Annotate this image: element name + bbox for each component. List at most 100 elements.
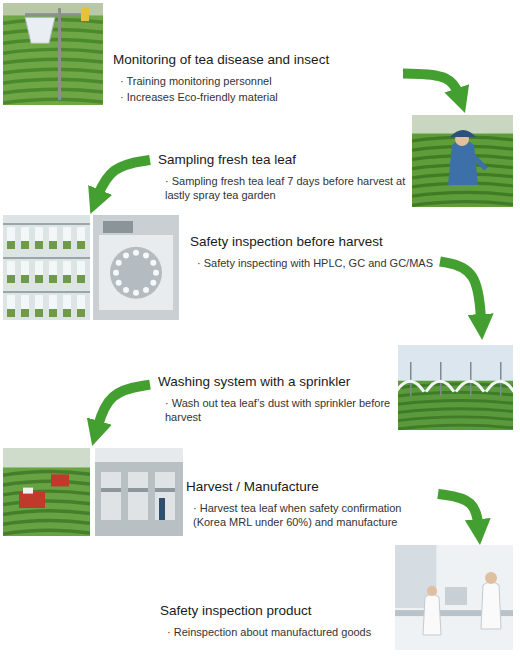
worker [159,498,165,520]
glass-tube [21,227,29,249]
tea-row [3,501,90,505]
photo-illustration [93,215,179,320]
photo-illustration [395,545,513,650]
lab-ground [93,215,179,320]
worker-hat [450,130,476,137]
tea-row [3,511,90,515]
tea-sample [21,275,29,283]
vial [143,252,149,258]
factory-ground [95,448,183,536]
step-bullet: · Reinspection about manufactured goods [160,625,390,639]
factory-ceiling [95,448,183,462]
person-head [485,572,497,584]
photo-illustration [3,215,90,320]
tea-row [3,59,103,63]
glass-tube [77,261,85,283]
tea-row [398,425,513,429]
sprinkler-pole [500,362,502,396]
photo-group [3,215,90,320]
shelf [3,223,90,225]
glass-tube [21,295,29,317]
field [3,15,103,105]
vial [116,280,122,286]
lab-ground [3,215,90,320]
tea-row [398,384,513,388]
step-heading: Safety inspection product [160,602,390,619]
tea-row [3,471,90,475]
tea-row [3,99,103,103]
tea-sample [21,309,29,317]
tea-row [3,491,90,495]
vial [133,290,139,296]
harvester-roof [23,488,33,494]
tea-sample [77,275,85,283]
glass-tube [49,295,57,317]
shelf [3,291,90,293]
glass-tube [35,261,43,283]
text-column: Safety inspection product · Reinspection … [160,602,390,641]
tea-row [3,49,103,53]
photo-illustration [3,3,103,105]
photo-group [3,3,103,105]
tea-row [3,521,90,525]
analyzer-arm [103,221,133,233]
glass-tube [77,295,85,317]
tea-row [412,202,513,206]
text-column: Washing system with a sprinkler· Wash ou… [158,373,396,426]
vial [123,287,129,293]
glass-tube [7,227,15,249]
steel-machine [128,472,148,520]
glass-tube [35,295,43,317]
tea-row [3,481,90,485]
water-spray [456,381,484,392]
tea-row [412,192,513,196]
tea-sample [49,309,57,317]
steel-machine [101,472,121,520]
glass-tube [77,227,85,249]
tea-sample [77,241,85,249]
vial [143,287,149,293]
tea-row [398,392,513,396]
glass-tube [63,227,71,249]
water-spray [426,381,454,392]
sky [398,345,513,381]
lab-coat [481,582,501,629]
process-step: Monitoring of tea disease and insect· Tr… [3,3,403,110]
step-heading: Safety inspection before harvest [190,233,435,250]
tea-row [398,409,513,413]
vial [133,250,139,256]
tea-sample [77,309,85,317]
photo-illustration [412,115,513,207]
tea-row [3,79,103,83]
flow-arrow [96,160,150,201]
lab-coat [423,595,441,636]
glass-tube [7,261,15,283]
tea-sample [35,309,43,317]
harvester-body [51,474,69,486]
worker-arm [472,155,486,169]
tea-sample [63,309,71,317]
sky [3,448,90,467]
trap-bag [25,17,55,43]
photo-group [3,448,90,536]
water-spray [486,381,513,392]
glass-tube [35,227,43,249]
analyzer-carousel [110,247,162,299]
step-bullet: · Safety inspecting with HPLC, GC and GC… [190,256,435,270]
tea-sample [49,275,57,283]
glass-tube [63,295,71,317]
field [3,467,90,536]
harvester-body [19,492,45,508]
photo-illustration [3,448,90,536]
sprinkler-pole [410,362,412,396]
lab-ground [395,545,513,650]
glass-tube [49,261,57,283]
tea-sample [21,241,29,249]
glass-tube [21,261,29,283]
sprinkler-pole [470,362,472,396]
photo-illustration [398,345,513,430]
vial [153,270,159,276]
process-step: Washing system with a sprinkler· Wash ou… [150,340,515,435]
tea-row [3,89,103,93]
